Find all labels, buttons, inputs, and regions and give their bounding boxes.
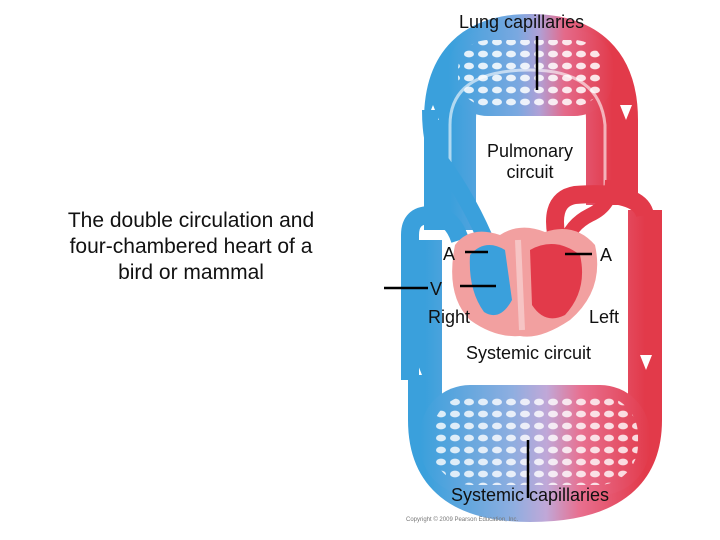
pulmonary-loop (424, 14, 638, 230)
label-ventricle: V (430, 279, 443, 299)
aorta (546, 185, 654, 253)
label-systemic-circuit: Systemic circuit (466, 343, 592, 363)
label-pulmonary-circuit: Pulmonary circuit (486, 141, 574, 182)
label-lung-capillaries: Lung capillaries (459, 12, 585, 32)
copyright-notice: Copyright © 2009 Pearson Education, Inc. (406, 517, 519, 523)
diagram-caption: The double circulation and four-chambere… (67, 209, 315, 284)
left-heart (530, 244, 583, 319)
label-atrium-right-side: A (443, 244, 456, 264)
label-systemic-capillaries: Systemic capillaries (451, 485, 610, 505)
arrow-down-pulmonary (620, 105, 632, 120)
vena-cava (401, 205, 469, 380)
heart (452, 227, 598, 337)
label-right: Right (428, 307, 471, 327)
leader-lines (384, 36, 592, 498)
pulmonary-artery (422, 109, 498, 253)
label-atrium-left-side: A (600, 245, 613, 265)
arrow-down-right (640, 355, 652, 370)
right-heart (469, 245, 512, 316)
label-left: Left (589, 307, 620, 327)
